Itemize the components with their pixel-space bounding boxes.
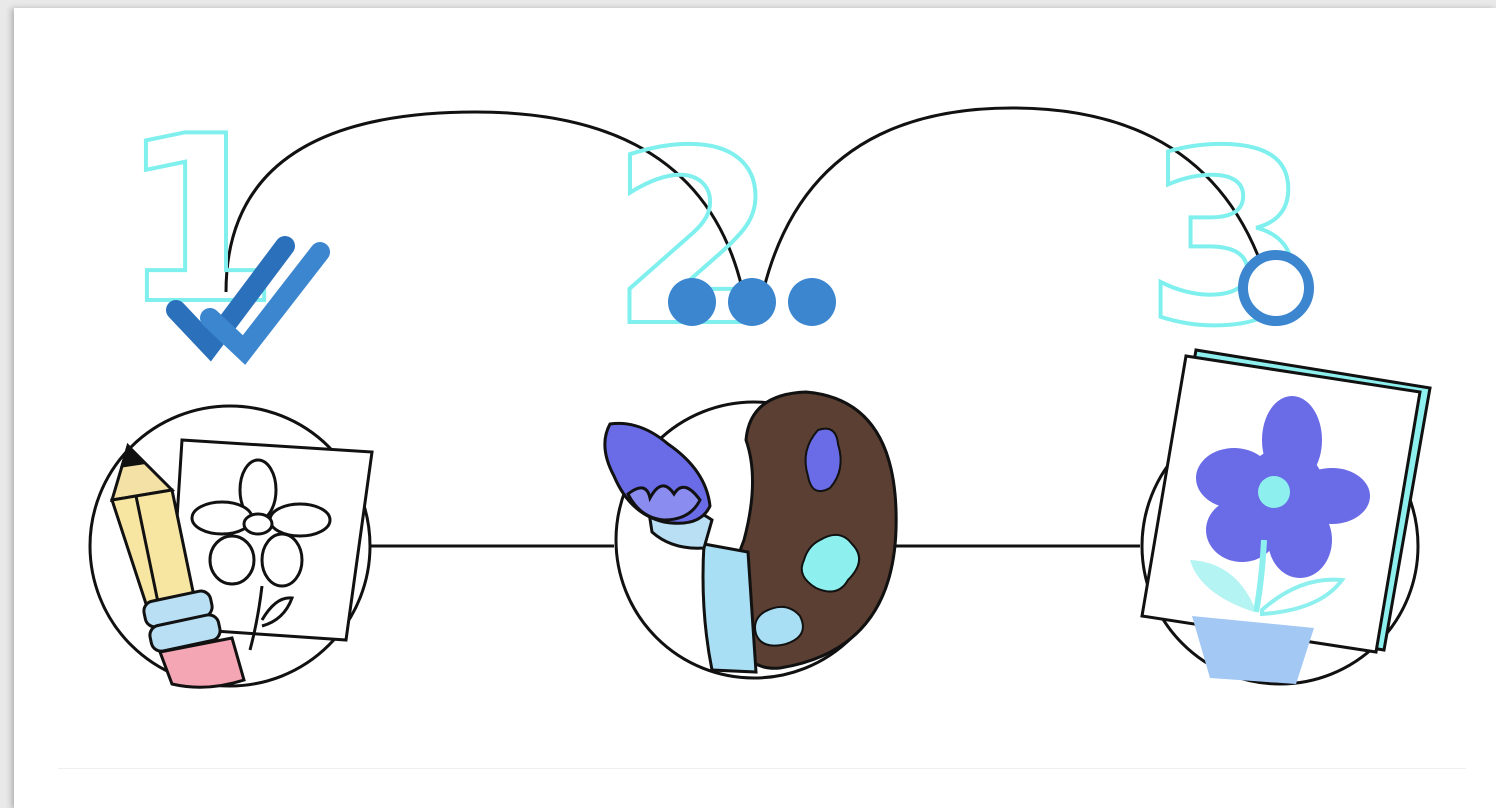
svg-text:2: 2 [611, 99, 778, 379]
pencil-sketch-icon [90, 406, 372, 687]
step-1-number: 1 [120, 88, 280, 355]
ellipsis-icon [668, 278, 836, 326]
step-3-number: 3 [1145, 99, 1312, 379]
empty-circle-icon [1243, 255, 1309, 321]
paintbrush-palette-icon [605, 392, 896, 678]
svg-text:1: 1 [120, 88, 280, 355]
finished-painting-icon [1142, 350, 1430, 684]
svg-text:3: 3 [1145, 99, 1312, 379]
step-2-number: 2 [611, 99, 778, 379]
